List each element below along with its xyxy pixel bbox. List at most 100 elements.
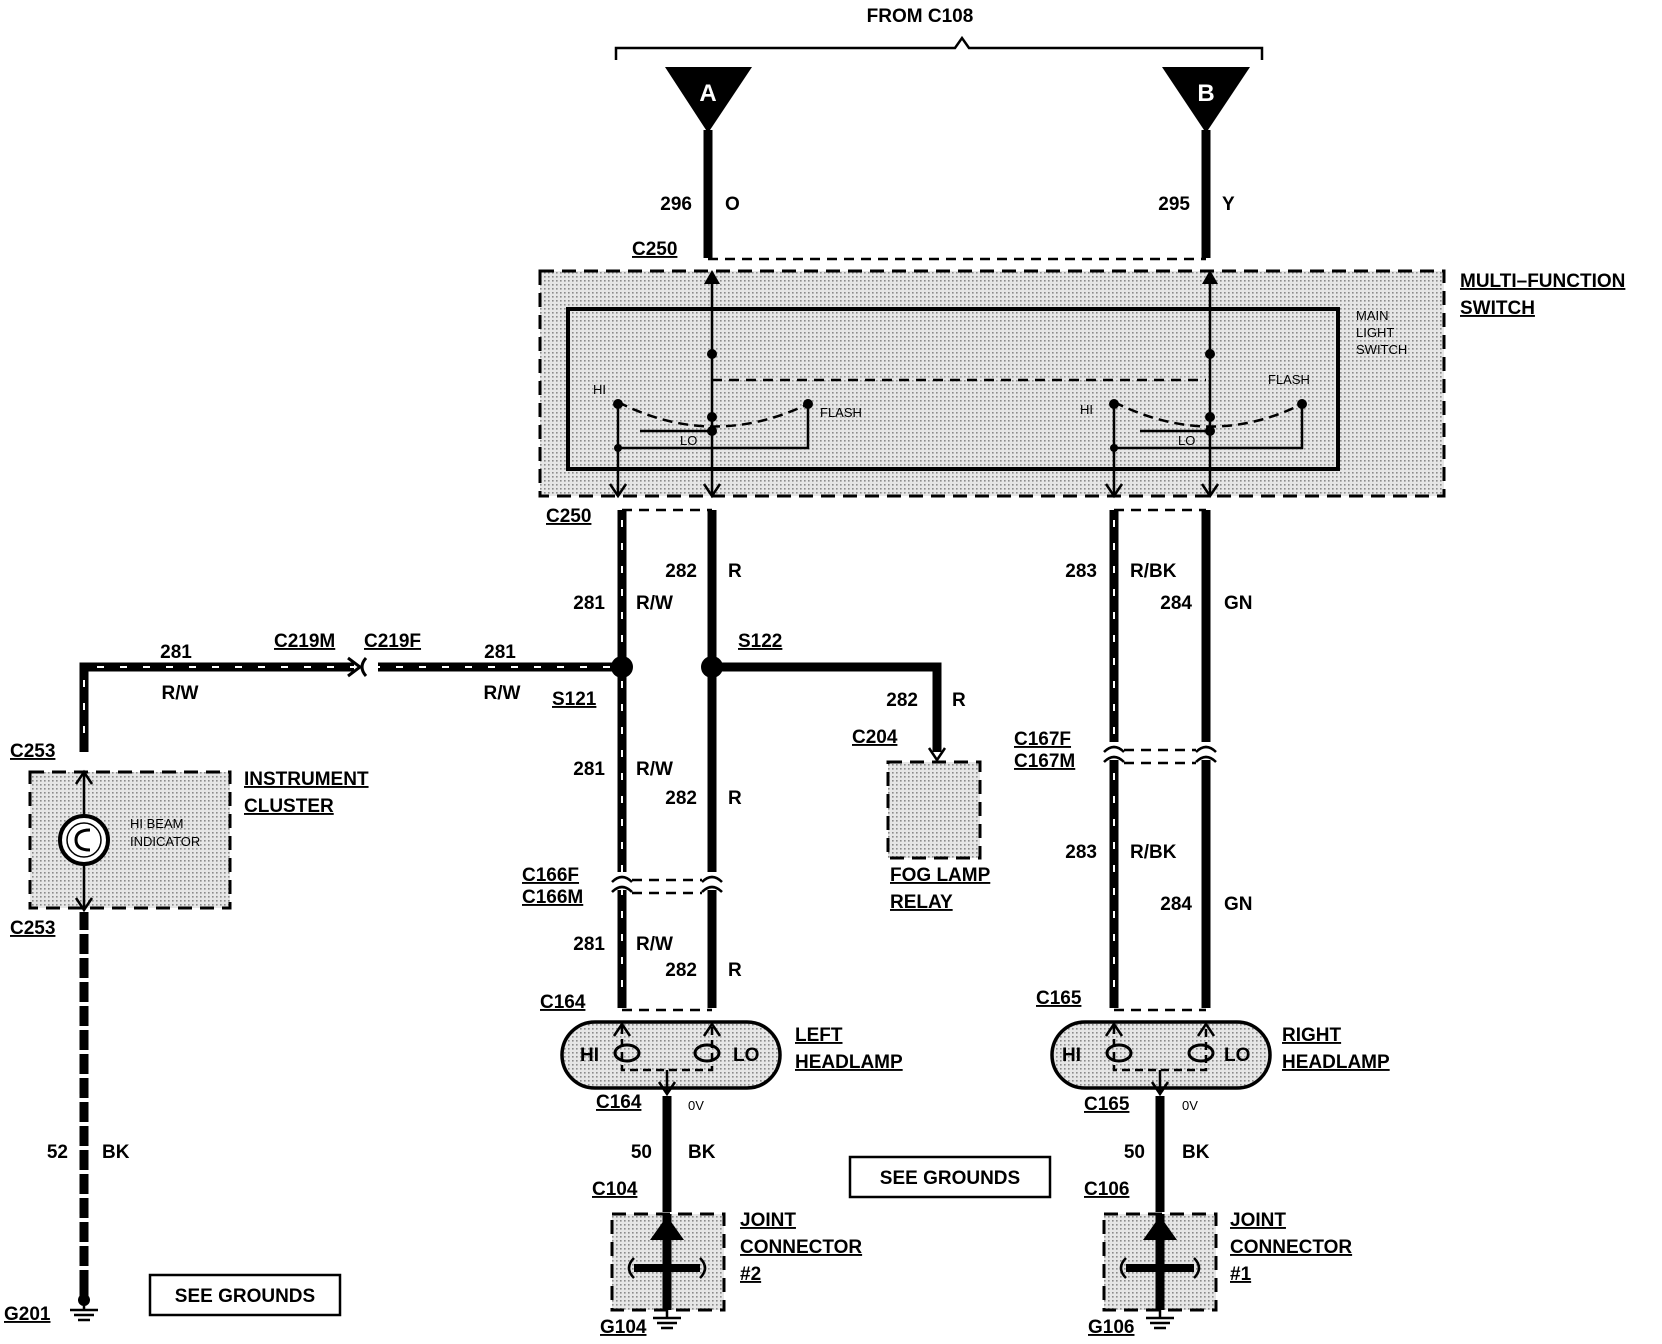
cluster-wire-circuit-1: 281: [160, 642, 192, 663]
left-headlamp-hi: HI: [580, 1045, 599, 1066]
wire-281-circuit: 281: [573, 593, 605, 614]
ground-g104-icon: [653, 1310, 681, 1330]
cluster-wire-circuit-2: 281: [484, 642, 516, 663]
main-light-switch-label-2: LIGHT: [1356, 325, 1394, 340]
left-headlamp-lo: LO: [733, 1045, 759, 1066]
multi-function-switch-label-1: MULTI–FUNCTION: [1460, 271, 1625, 292]
wire-284-color-2: GN: [1224, 894, 1253, 915]
wire-282-color: R: [728, 561, 742, 582]
right-headlamp-hi: HI: [1062, 1045, 1081, 1066]
joint-connector-2-label-1: JOINT: [740, 1210, 796, 1231]
c250-bottom-label: C250: [546, 506, 591, 527]
c165-bottom-label: C165: [1084, 1094, 1130, 1115]
wire-281-color-3: R/W: [636, 934, 673, 955]
c166m-label: C166M: [522, 887, 583, 908]
svg-text:SEE GROUNDS: SEE GROUNDS: [175, 1286, 315, 1307]
wire-284-color: GN: [1224, 593, 1253, 614]
right-headlamp: [1050, 1020, 1272, 1097]
right-headlamp-label-1: RIGHT: [1282, 1025, 1342, 1046]
c164-top-label: C164: [540, 992, 586, 1013]
joint-connector-1-label-1: JOINT: [1230, 1210, 1286, 1231]
c165-top-label: C165: [1036, 988, 1082, 1009]
c204-label: C204: [852, 727, 898, 748]
wire-281-cluster-feed: [79, 662, 622, 752]
joint-connector-2: [610, 1212, 726, 1312]
hi-beam-indicator-label-1: HI BEAM: [130, 816, 183, 831]
left-0v: 0V: [688, 1098, 704, 1113]
g104-label: G104: [600, 1317, 647, 1338]
wire-283-circuit-2: 283: [1065, 842, 1097, 863]
left-headlamp: [560, 1020, 782, 1097]
fog-lamp-relay-label-2: RELAY: [890, 892, 953, 913]
wire-284-circuit-2: 284: [1160, 894, 1192, 915]
wire-50-left-circuit: 50: [631, 1142, 652, 1163]
fog-wire-circuit: 282: [886, 690, 918, 711]
wire-283-color-2: R/BK: [1130, 842, 1177, 863]
wire-50-left-color: BK: [688, 1142, 716, 1163]
cluster-wire-color-1: R/W: [162, 683, 199, 704]
from-c108-label: FROM C108: [867, 6, 974, 27]
c166f-label: C166F: [522, 865, 579, 886]
s121-label: S121: [552, 689, 597, 710]
instrument-cluster-label-1: INSTRUMENT: [244, 769, 369, 790]
c104-label: C104: [592, 1179, 638, 1200]
c164-bottom-label: C164: [596, 1092, 642, 1113]
left-headlamp-label-1: LEFT: [795, 1025, 843, 1046]
from-c108-brace: [614, 35, 1264, 60]
c219f-label: C219F: [364, 631, 421, 652]
see-grounds-box-middle: SEE GROUNDS: [848, 1155, 1052, 1199]
wire-50-right-color: BK: [1182, 1142, 1210, 1163]
c253-bottom-label: C253: [10, 918, 55, 939]
ground-g106-icon: [1146, 1310, 1174, 1330]
c167m-label: C167M: [1014, 751, 1075, 772]
multi-function-switch-label-2: SWITCH: [1460, 298, 1535, 319]
hi-beam-indicator-bulb-icon: [58, 769, 110, 913]
wire-50-right-circuit: 50: [1124, 1142, 1145, 1163]
fog-lamp-relay-box: [886, 760, 982, 860]
see-grounds-box-left: SEE GROUNDS: [148, 1273, 342, 1317]
wire-296-circuit: 296: [660, 194, 692, 215]
wire-295-circuit: 295: [1158, 194, 1190, 215]
svg-text:A: A: [699, 80, 716, 107]
right-0v: 0V: [1182, 1098, 1198, 1113]
c219m-label: C219M: [274, 631, 335, 652]
wire-296-color: O: [725, 194, 740, 215]
right-headlamp-label-2: HEADLAMP: [1282, 1052, 1390, 1073]
c250-top-label: C250: [632, 239, 677, 260]
joint-connector-1-label-2: CONNECTOR: [1230, 1237, 1352, 1258]
c167f-label: C167F: [1014, 729, 1071, 750]
wire-52-circuit: 52: [47, 1142, 68, 1163]
wire-283-circuit: 283: [1065, 561, 1097, 582]
main-light-switch-label-1: MAIN: [1356, 308, 1389, 323]
wire-284-circuit: 284: [1160, 593, 1192, 614]
connector-c167: [1103, 742, 1217, 765]
left-headlamp-label-2: HEADLAMP: [795, 1052, 903, 1073]
right-switch-lo: LO: [1178, 433, 1195, 448]
svg-text:B: B: [1197, 80, 1214, 107]
joint-connector-1: [1102, 1212, 1218, 1312]
g106-label: G106: [1088, 1317, 1134, 1338]
hi-beam-indicator-label-2: INDICATOR: [130, 834, 200, 849]
wire-283-color: R/BK: [1130, 561, 1177, 582]
joint-connector-1-label-3: #1: [1230, 1264, 1252, 1285]
wire-281-circuit-2: 281: [573, 759, 605, 780]
joint-connector-2-label-3: #2: [740, 1264, 761, 1285]
instrument-cluster-label-2: CLUSTER: [244, 796, 334, 817]
main-light-switch-box: [566, 307, 1340, 471]
right-switch-flash: FLASH: [1268, 372, 1310, 387]
wire-282-circuit-3: 282: [665, 960, 697, 981]
fog-lamp-relay-label-1: FOG LAMP: [890, 865, 991, 886]
wire-282-fog-branch: [712, 662, 942, 752]
joint-connector-2-label-2: CONNECTOR: [740, 1237, 862, 1258]
main-light-switch-label-3: SWITCH: [1356, 342, 1407, 357]
left-switch-lo: LO: [680, 433, 697, 448]
right-dimmer-switch: HI LO FLASH: [1080, 270, 1310, 499]
wire-282-circuit: 282: [665, 561, 697, 582]
wire-282-color-3: R: [728, 960, 742, 981]
left-dimmer-switch: HI LO FLASH: [593, 270, 1206, 499]
wire-282-color-2: R: [728, 788, 742, 809]
left-switch-flash: FLASH: [820, 405, 862, 420]
right-headlamp-lo: LO: [1224, 1045, 1250, 1066]
left-switch-hi: HI: [593, 382, 606, 397]
wire-281-color-2: R/W: [636, 759, 673, 780]
